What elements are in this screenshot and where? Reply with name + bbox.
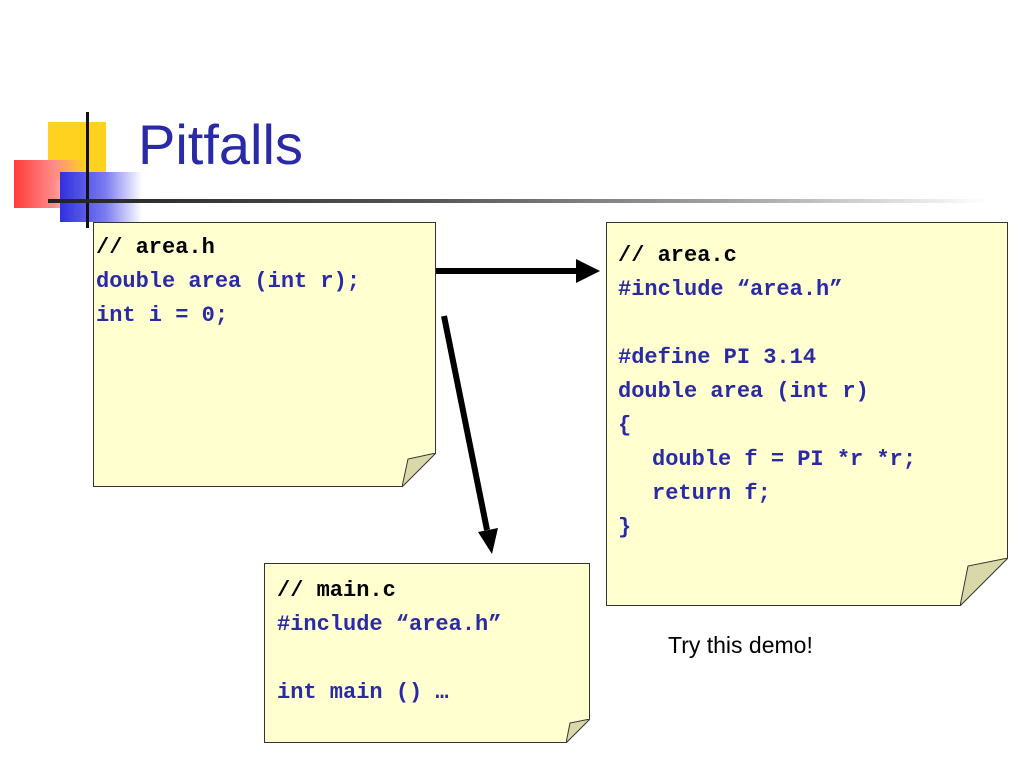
code-line: } (618, 515, 632, 540)
code-line: return f; (652, 481, 771, 506)
slide-title: Pitfalls (138, 113, 303, 176)
note-area-h: // area.h double area (int r); int i = 0… (93, 222, 436, 487)
demo-caption: Try this demo! (668, 632, 813, 658)
code-comment: // area.h (96, 235, 215, 260)
code-line: double area (int r) (618, 379, 869, 404)
code-comment: // area.c (618, 243, 737, 268)
note-main-c: // main.c #include “area.h” int main () … (264, 563, 590, 743)
code-line: int main () … (277, 680, 449, 705)
code-line: double f = PI *r *r; (652, 447, 917, 472)
code-line: { (618, 413, 632, 438)
title-underline (48, 199, 988, 203)
vertical-rule (86, 112, 89, 228)
blue-square-ornament (60, 172, 142, 222)
note-area-c: // area.c #include “area.h” #define PI 3… (606, 222, 1008, 606)
page-curl-icon (566, 719, 590, 743)
code-line: #define PI 3.14 (618, 345, 817, 370)
code-line: #include “area.h” (618, 277, 843, 302)
arrow-right-icon (436, 259, 600, 283)
page-curl-icon (402, 453, 436, 487)
code-comment: // main.c (277, 578, 396, 603)
code-line: int i = 0; (96, 303, 229, 328)
code-line: double area (int r); (96, 269, 361, 294)
arrow-down-icon (441, 315, 498, 554)
code-line: #include “area.h” (277, 612, 502, 637)
page-curl-icon (960, 558, 1008, 606)
